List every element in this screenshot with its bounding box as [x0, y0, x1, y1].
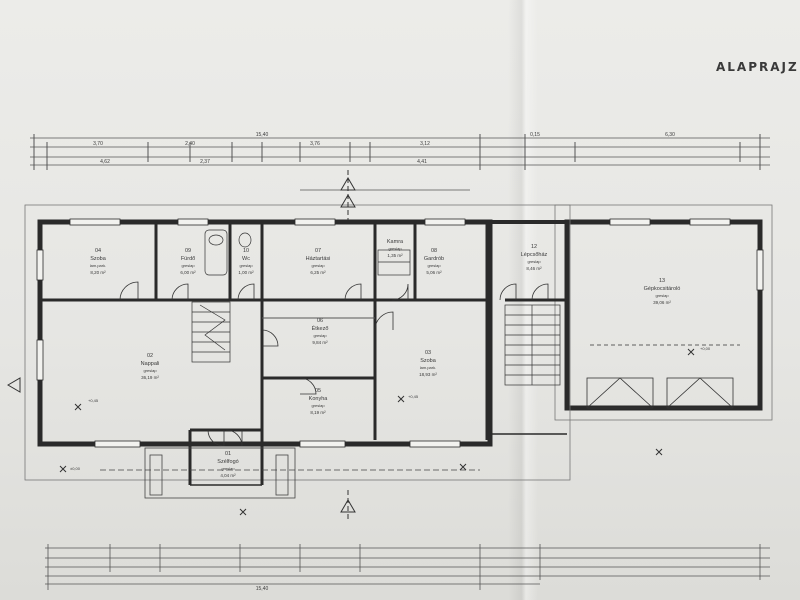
room-02-floor: greslap	[143, 368, 157, 373]
room-11-area: 1,35 m²	[387, 253, 403, 258]
room-10-area: 1,00 m²	[238, 270, 254, 275]
room-08-area: 5,06 m²	[426, 270, 442, 275]
room-09-name: Fürdő	[181, 256, 195, 262]
room-09-number: 09	[185, 248, 191, 254]
dim-seg-b: 2,40	[185, 141, 195, 147]
room-07-floor: greslap	[311, 263, 325, 268]
room-01-floor: greslap	[221, 466, 235, 471]
stairs	[191, 301, 561, 386]
dim-garage-width: 6,30	[665, 132, 675, 138]
dim-seg-e: 4,62	[100, 159, 110, 165]
room-03-floor: lam.park.	[420, 365, 436, 370]
room-10-number: 10	[243, 248, 249, 254]
room-05-area: 8,19 m²	[310, 410, 326, 415]
dim-total-house: 15,40	[256, 132, 269, 138]
dim-bottom-total: 15,40	[256, 586, 269, 592]
room-03-name: Szoba	[420, 358, 437, 364]
level-1: +0,45	[88, 398, 99, 403]
room-04-area: 8,20 m²	[90, 270, 106, 275]
room-08-floor: greslap	[427, 263, 441, 268]
room-05-floor: greslap	[311, 403, 325, 408]
room-13-number: 13	[659, 278, 665, 284]
room-05-name: Konyha	[309, 396, 329, 402]
room-01-name: Szélfogó	[217, 459, 238, 465]
doors	[119, 281, 740, 447]
room-06-name: Étkező	[312, 325, 329, 332]
dim-seg-g: 4,41	[417, 159, 427, 165]
level-4: ±0,00	[70, 466, 81, 471]
level-2: +0,45	[408, 394, 419, 399]
bottom-dimension-lines	[45, 544, 770, 590]
level-hatch-marks	[59, 348, 695, 516]
room-04-number: 04	[95, 248, 101, 254]
room-04-floor: lam.park.	[90, 263, 106, 268]
room-11-name: Kamra	[387, 239, 404, 245]
dim-seg-a: 3,70	[93, 141, 103, 147]
dim-seg-f: 2,37	[200, 159, 210, 165]
room-03-number: 03	[425, 350, 431, 356]
room-03-area: 18,93 m²	[419, 372, 437, 377]
windows	[36, 218, 764, 448]
room-12-floor: greslap	[527, 259, 541, 264]
level-3: +0,00	[700, 346, 711, 351]
room-10-name: Wc	[242, 256, 250, 262]
room-02-number: 02	[147, 353, 153, 359]
plan-title: ALAPRAJZ	[716, 60, 799, 74]
dim-garage-top: 0,15	[530, 132, 540, 138]
level-markers: +0,45 +0,45 +0,00 ±0,00	[70, 346, 711, 471]
dim-seg-c: 3,76	[310, 141, 320, 147]
room-13-floor: greslap	[655, 293, 669, 298]
interior-walls	[40, 222, 567, 486]
dim-seg-d: 3,12	[420, 141, 430, 147]
room-08-number: 08	[431, 248, 437, 254]
room-07-area: 6,25 m²	[310, 270, 326, 275]
room-06-area: 9,84 m²	[312, 340, 328, 345]
room-12-number: 12	[531, 244, 537, 250]
room-11-floor: greslap	[388, 246, 402, 251]
room-01-number: 01	[225, 451, 231, 457]
room-13-area: 39,06 m²	[653, 300, 671, 305]
room-01-area: 4,04 m²	[220, 473, 236, 478]
section-markers	[7, 170, 356, 520]
room-02-area: 36,19 m²	[141, 375, 159, 380]
room-06-floor: greslap	[313, 333, 327, 338]
room-08-name: Gardrób	[424, 256, 444, 262]
room-10-floor: greslap	[239, 263, 253, 268]
dimension-values: 15,40 0,15 6,30 3,70 2,40 3,76 3,12 4,62…	[93, 132, 675, 592]
room-13-name: Gépkocsitároló	[644, 286, 681, 292]
room-06-number: 06	[317, 318, 323, 324]
room-labels: 04 Szoba lam.park. 8,20 m² 09 Fürdő gres…	[90, 239, 681, 478]
room-09-floor: greslap	[181, 263, 195, 268]
room-07-number: 07	[315, 248, 321, 254]
room-07-name: Háztartási	[306, 256, 331, 262]
entrance-porch	[100, 447, 480, 499]
room-05-number: 05	[315, 388, 321, 394]
outer-walls	[24, 204, 773, 481]
room-02-name: Nappali	[141, 361, 160, 367]
room-12-area: 8,46 m²	[526, 266, 542, 271]
top-dimension-lines	[30, 134, 770, 191]
room-12-name: Lépcsőház	[521, 252, 548, 258]
bathroom-fixtures	[204, 229, 411, 276]
room-04-name: Szoba	[90, 256, 107, 262]
room-09-area: 6,00 m²	[180, 270, 196, 275]
